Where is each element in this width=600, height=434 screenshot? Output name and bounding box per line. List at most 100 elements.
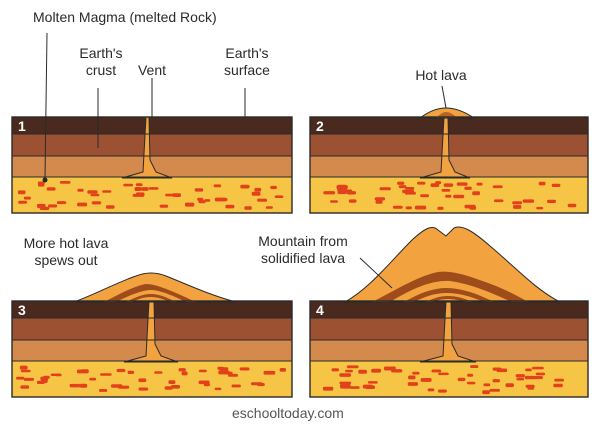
magma-blob bbox=[420, 194, 429, 198]
magma-blob bbox=[337, 184, 347, 188]
magma-blobs bbox=[322, 365, 564, 395]
magma-blob bbox=[445, 194, 452, 198]
magma-blob bbox=[402, 189, 414, 194]
mountain-band-inner bbox=[404, 288, 494, 302]
mountain bbox=[343, 226, 561, 303]
magma-blob bbox=[159, 204, 169, 208]
magma-blob bbox=[525, 384, 535, 388]
magma-blob bbox=[438, 389, 447, 393]
magma-blob bbox=[194, 188, 204, 192]
panel-number-1: 1 bbox=[18, 118, 26, 134]
magma-blob bbox=[405, 206, 412, 210]
magma-blob bbox=[23, 196, 31, 200]
magma-blob bbox=[443, 183, 454, 187]
magma-blob bbox=[263, 370, 276, 375]
panel-number-2: 2 bbox=[316, 118, 324, 134]
magma-blob bbox=[154, 371, 163, 374]
magma-blob bbox=[482, 390, 490, 395]
magma-pointer bbox=[44, 32, 48, 179]
magma-blob bbox=[56, 201, 67, 205]
magma-blob bbox=[493, 199, 504, 203]
magma-blob bbox=[437, 206, 444, 210]
magma-blob bbox=[337, 190, 347, 195]
magma-blob bbox=[141, 187, 149, 191]
magma-blob bbox=[265, 206, 273, 209]
magma-blob bbox=[214, 197, 227, 202]
label-hot-lava: Hot lava bbox=[415, 67, 467, 83]
magma-blob bbox=[505, 383, 514, 388]
magma-blob bbox=[339, 381, 352, 385]
magma-blob bbox=[172, 193, 181, 197]
magma-blob bbox=[492, 379, 500, 383]
magma-blob bbox=[36, 380, 45, 384]
magma-blob bbox=[198, 380, 210, 385]
magma-blob bbox=[240, 184, 250, 189]
magma-blob bbox=[87, 190, 98, 194]
magma-blob bbox=[116, 368, 126, 373]
magma-blob bbox=[164, 386, 173, 390]
panel-1 bbox=[11, 32, 293, 214]
magma-blob bbox=[105, 205, 115, 209]
magma-blob bbox=[375, 200, 383, 204]
magma-blob bbox=[339, 373, 351, 377]
magma-blob bbox=[412, 371, 420, 375]
magma-blob bbox=[91, 201, 102, 205]
magma-blob bbox=[198, 369, 207, 373]
magma-blobs bbox=[16, 365, 286, 392]
magma-blob bbox=[138, 387, 149, 391]
magma-blob bbox=[567, 203, 577, 208]
magma-blob bbox=[407, 382, 418, 386]
magma-blob bbox=[204, 199, 211, 202]
magma-blob bbox=[515, 374, 525, 378]
magma-blob bbox=[225, 204, 235, 209]
magma-blob bbox=[228, 373, 238, 377]
magma-blob bbox=[345, 369, 353, 373]
magma-blob bbox=[431, 369, 442, 373]
magma-blob bbox=[23, 377, 34, 381]
magma-blob bbox=[547, 199, 556, 203]
magma-blob bbox=[467, 373, 474, 377]
magma-blob bbox=[148, 187, 159, 190]
magma-blob bbox=[219, 367, 229, 371]
magma-blob bbox=[218, 370, 230, 375]
magma-blob bbox=[50, 373, 61, 376]
vent-conduit bbox=[419, 117, 471, 179]
magma-blob bbox=[516, 377, 525, 381]
magma-blob bbox=[231, 384, 241, 388]
magma-blob bbox=[435, 181, 442, 185]
magma-blob bbox=[453, 194, 465, 199]
magma-blob bbox=[362, 384, 373, 389]
label-vent: Vent bbox=[137, 62, 167, 78]
magma-blob bbox=[40, 377, 49, 382]
magma-blob bbox=[551, 183, 561, 187]
magma-blob bbox=[102, 190, 112, 193]
magma-blob bbox=[250, 382, 263, 386]
magma-blob bbox=[464, 186, 472, 190]
vent-conduit bbox=[121, 117, 173, 179]
magma-blob bbox=[168, 380, 176, 384]
magma-blob bbox=[405, 187, 415, 190]
magma-blob bbox=[198, 200, 206, 204]
magma-blob bbox=[489, 388, 500, 392]
magma-blob bbox=[427, 388, 435, 392]
magma-blob bbox=[323, 191, 336, 195]
magma-blob bbox=[239, 367, 250, 371]
panel-border bbox=[309, 300, 589, 398]
magma-blob bbox=[392, 205, 403, 209]
magma-blob bbox=[397, 181, 405, 185]
magma-blob bbox=[441, 189, 451, 192]
panel-3 bbox=[11, 272, 293, 398]
magma-pointer-dot bbox=[42, 177, 48, 183]
hot-lava-pointer bbox=[441, 85, 447, 109]
magma-blob bbox=[553, 383, 563, 388]
magma-blob bbox=[470, 365, 479, 368]
magma-blob bbox=[274, 195, 284, 198]
magma-blob bbox=[554, 378, 564, 382]
magma-blob bbox=[244, 206, 252, 210]
credit-text: eschooltoday.com bbox=[232, 405, 344, 421]
magma-blob bbox=[532, 366, 544, 370]
magma-blob bbox=[18, 200, 28, 204]
magma-blob bbox=[254, 187, 262, 192]
